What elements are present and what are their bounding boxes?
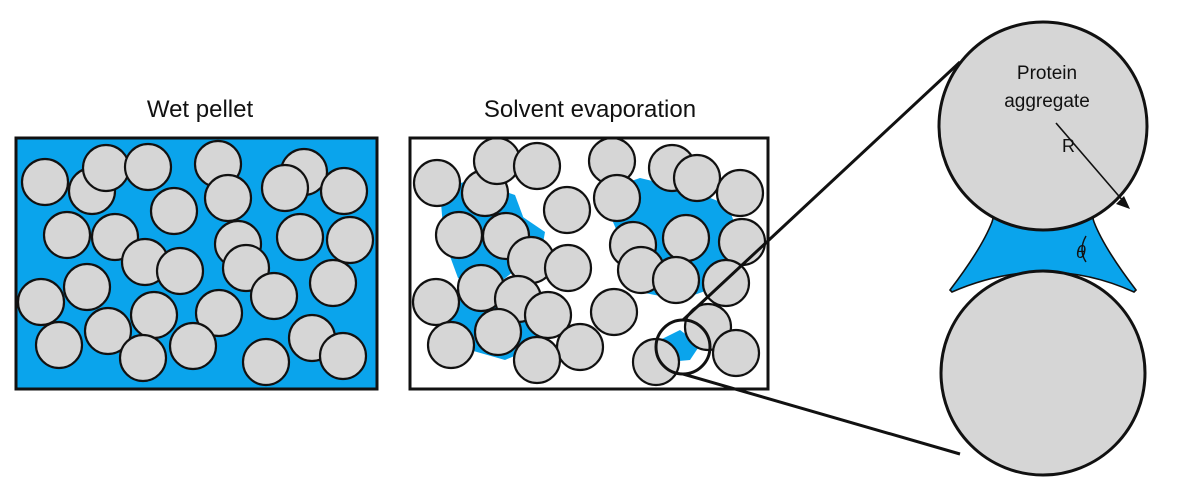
particle — [20, 157, 70, 207]
solvent-evaporation-panel — [408, 136, 770, 391]
wet-particles — [16, 139, 375, 387]
zoom-line-bottom — [682, 372, 961, 456]
particle — [129, 290, 179, 340]
particle — [34, 320, 84, 370]
wet-pellet-title: Wet pellet — [146, 96, 254, 123]
particle — [260, 163, 310, 213]
angle-label: θ — [1076, 242, 1086, 262]
particle — [411, 277, 461, 327]
wet-pellet-frame — [14, 136, 379, 391]
particle-label-line1: Protein — [1017, 63, 1077, 84]
protein-aggregate-top — [937, 20, 1149, 232]
particle — [717, 217, 767, 267]
particle — [16, 277, 66, 327]
particle — [62, 262, 112, 312]
particle — [194, 288, 244, 338]
particle — [325, 215, 375, 265]
protein-aggregate-bottom — [939, 269, 1147, 477]
solvent-evaporation-title: Solvent evaporation — [483, 96, 697, 123]
particle — [512, 335, 562, 385]
particle — [241, 337, 291, 387]
particle — [434, 210, 484, 260]
particle — [308, 258, 358, 308]
particle — [168, 321, 218, 371]
particle — [523, 290, 573, 340]
particle — [149, 186, 199, 236]
particle — [81, 143, 131, 193]
particle — [319, 166, 369, 216]
particle — [249, 271, 299, 321]
particle — [155, 246, 205, 296]
particle — [661, 213, 711, 263]
particle — [651, 255, 701, 305]
particle — [42, 210, 92, 260]
particle — [118, 333, 168, 383]
evaporation-particles — [411, 138, 767, 387]
particle — [318, 331, 368, 381]
particle-label-line2: aggregate — [1004, 91, 1090, 112]
wet-pellet-panel — [14, 136, 379, 391]
particle — [715, 168, 765, 218]
particle — [672, 153, 722, 203]
particle — [555, 322, 605, 372]
particle — [426, 320, 476, 370]
particle — [203, 173, 253, 223]
particle — [412, 158, 462, 208]
particle — [592, 173, 642, 223]
radius-arrowhead — [1116, 196, 1130, 209]
contact-angle-arc — [1081, 235, 1087, 263]
particle — [542, 185, 592, 235]
evaporation-frame — [408, 136, 770, 391]
zoom-detail: Protein aggregate R θ — [937, 20, 1149, 477]
radius-arrow — [1055, 122, 1125, 203]
particle — [473, 307, 523, 357]
particle — [589, 287, 639, 337]
particle — [512, 141, 562, 191]
radius-label: R — [1062, 136, 1075, 156]
particle — [83, 306, 133, 356]
zoom-line-top — [681, 60, 962, 322]
particle — [701, 258, 751, 308]
particle — [472, 138, 522, 186]
particle — [123, 142, 173, 192]
particle — [543, 243, 593, 293]
particle — [275, 212, 325, 262]
particle — [711, 328, 761, 378]
